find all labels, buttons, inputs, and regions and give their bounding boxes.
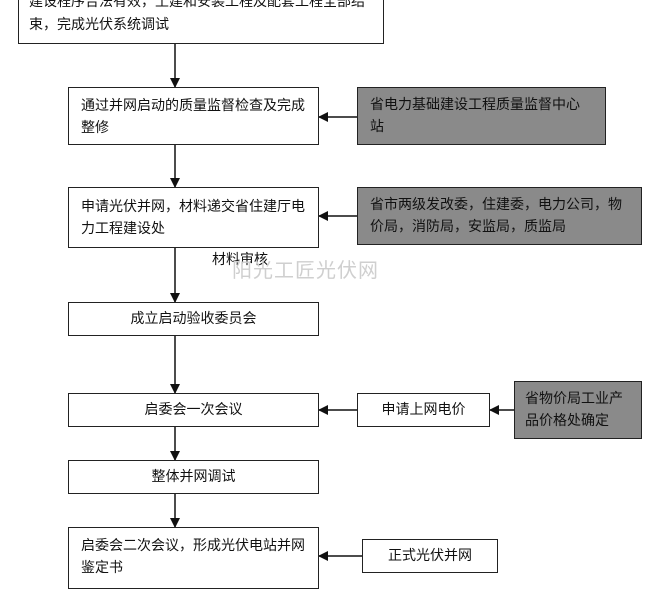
- node-second-meeting: 启委会二次会议，形成光伏电站并网鉴定书: [68, 527, 319, 589]
- node-apply-price-text: 申请上网电价: [381, 402, 466, 418]
- node-agencies-text: 省市两级发改委，住建委，电力公司，物价局，消防局，安监局，质监局: [370, 197, 622, 235]
- node-inspection-text: 通过并网启动的质量监督检查及完成整修: [81, 98, 305, 136]
- node-quality-station-text: 省电力基础建设工程质量监督中心站: [370, 97, 580, 135]
- node-first-meeting: 启委会一次会议: [68, 393, 319, 427]
- node-formal-grid-text: 正式光伏并网: [388, 548, 472, 564]
- node-top-completion: 建设程序合法有效，土建和安装工程及配套工程全部结束，完成光伏系统调试: [18, 0, 384, 44]
- node-inspection: 通过并网启动的质量监督检查及完成整修: [68, 87, 319, 145]
- node-committee: 成立启动验收委员会: [68, 302, 319, 336]
- node-agencies: 省市两级发改委，住建委，电力公司，物价局，消防局，安监局，质监局: [357, 187, 642, 245]
- material-review-label: 材料审核: [212, 252, 268, 268]
- node-quality-station: 省电力基础建设工程质量监督中心站: [357, 87, 606, 145]
- node-apply-grid-text: 申请光伏并网，材料递交省住建厅电力工程建设处: [81, 199, 305, 237]
- node-grid-debug: 整体并网调试: [68, 460, 319, 494]
- watermark: 阳光工匠光伏网: [232, 258, 379, 282]
- node-second-meeting-text: 启委会二次会议，形成光伏电站并网鉴定书: [81, 538, 305, 576]
- node-committee-text: 成立启动验收委员会: [130, 311, 257, 327]
- connector-layer: [170, 44, 514, 561]
- node-apply-grid: 申请光伏并网，材料递交省住建厅电力工程建设处: [68, 187, 319, 248]
- node-first-meeting-text: 启委会一次会议: [144, 402, 243, 418]
- node-price-bureau: 省物价局工业产品价格处确定: [514, 381, 642, 439]
- node-top-completion-text: 建设程序合法有效，土建和安装工程及配套工程全部结束，完成光伏系统调试: [29, 0, 365, 33]
- node-formal-grid: 正式光伏并网: [362, 539, 498, 573]
- node-apply-price: 申请上网电价: [357, 393, 490, 427]
- node-grid-debug-text: 整体并网调试: [151, 469, 236, 485]
- node-price-bureau-text: 省物价局工业产品价格处确定: [525, 391, 623, 429]
